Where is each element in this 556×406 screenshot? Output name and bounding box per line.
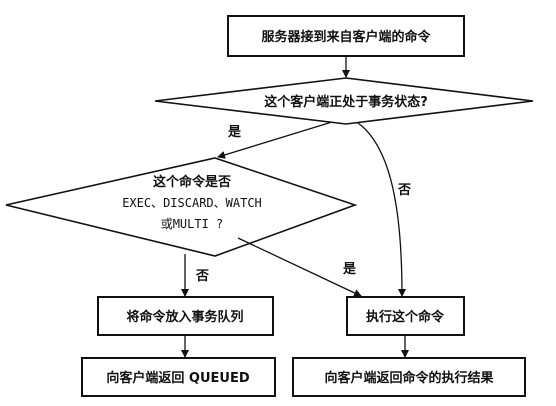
start-node-label: 服务器接到来自客户端的命令 [261,29,431,45]
decision-command-line3: 或MULTI ? [161,217,224,231]
decision-command-line2: EXEC、DISCARD、WATCH [122,196,262,210]
edge-decision1-no [357,122,406,297]
execute-node-label: 执行这个命令 [366,309,445,325]
decision-command-line1: 这个命令是否 [153,174,231,190]
edge-label-no-2: 否 [195,269,209,284]
reply-queued-node: 向客户端返回 QUEUED [81,357,276,397]
decision-transaction-state: 这个客户端正处于事务状态? [154,77,534,125]
start-node: 服务器接到来自客户端的命令 [227,15,465,57]
edge-label-yes-2: 是 [342,262,357,277]
edge-decision1-yes [217,121,333,159]
execute-node: 执行这个命令 [346,296,465,336]
reply-result-label: 向客户端返回命令的执行结果 [324,370,493,386]
enqueue-node: 将命令放入事务队列 [97,296,274,336]
edge-decision2-yes [237,237,362,297]
reply-result-node: 向客户端返回命令的执行结果 [292,357,526,397]
reply-queued-label: 向客户端返回 QUEUED [106,370,249,386]
edge-label-yes-1: 是 [227,125,242,140]
decision-command-type: 这个命令是否 EXEC、DISCARD、WATCH 或MULTI ? [5,157,358,257]
enqueue-node-label: 将命令放入事务队列 [126,309,243,325]
edge-label-no-1: 否 [397,183,411,198]
decision-transaction-label: 这个客户端正处于事务状态? [264,94,428,110]
